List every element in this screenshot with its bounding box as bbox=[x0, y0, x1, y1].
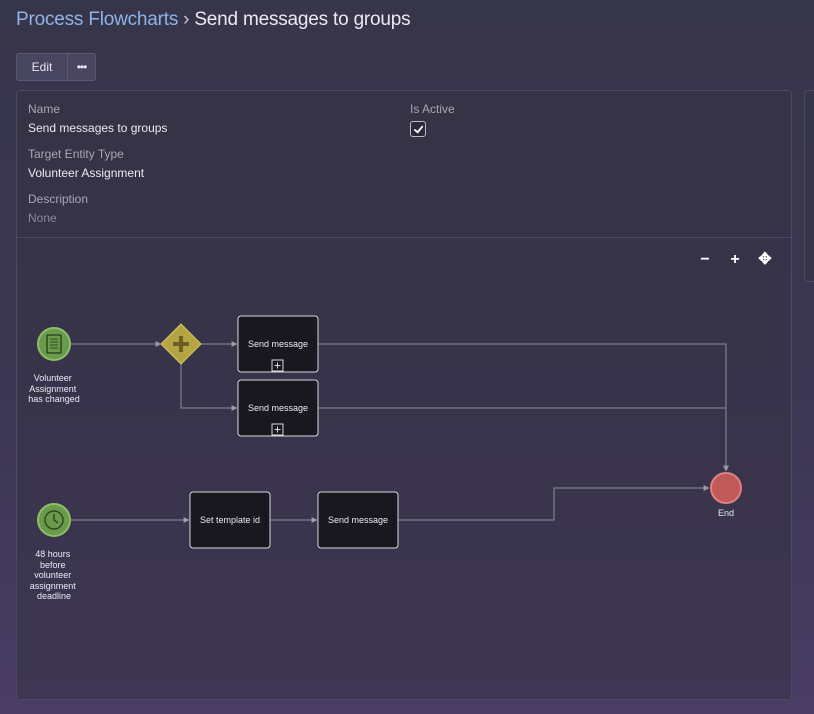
task-send-message-2[interactable]: Send message bbox=[237, 379, 319, 437]
breadcrumb: Process Flowcharts›Send messages to grou… bbox=[16, 9, 411, 31]
start-event-1-label-line-1: Volunteer bbox=[34, 373, 72, 383]
flowchart-diagram: Volunteer Assignment has changed Send me… bbox=[28, 315, 742, 601]
start-event-volunteer-assignment-changed[interactable]: Volunteer Assignment has changed bbox=[28, 327, 80, 404]
start-event-2-label-line-4: assignment bbox=[30, 581, 77, 591]
pan-move-icon[interactable]: ✥ bbox=[758, 251, 772, 268]
is-active-label: Is Active bbox=[410, 102, 455, 116]
flow-connectors bbox=[70, 341, 729, 523]
divider bbox=[17, 237, 791, 238]
breadcrumb-link-process-flowcharts[interactable]: Process Flowcharts bbox=[16, 9, 179, 30]
is-active-field: Is Active bbox=[410, 102, 455, 137]
is-active-checkbox bbox=[410, 121, 426, 137]
start-event-1-label: Volunteer Assignment has changed bbox=[28, 373, 80, 404]
action-button-group: Edit ••• bbox=[16, 53, 96, 81]
more-options-button[interactable]: ••• bbox=[76, 60, 88, 74]
task-set-template-id-label: Set template id bbox=[200, 515, 260, 525]
task-send-message-3[interactable]: Send message bbox=[317, 491, 399, 549]
clock-icon bbox=[44, 510, 64, 530]
flowchart-canvas[interactable]: − + ✥ bbox=[17, 238, 791, 698]
end-event-label: End bbox=[718, 508, 734, 518]
edit-button[interactable]: Edit bbox=[17, 54, 68, 80]
side-panel bbox=[804, 90, 814, 282]
start-event-2-label: 48 hours before volunteer assignment dea… bbox=[30, 549, 79, 601]
name-field: Name Send messages to groups bbox=[28, 102, 167, 135]
end-event[interactable]: End bbox=[710, 472, 742, 518]
start-event-1-label-line-3: has changed bbox=[28, 394, 80, 404]
flow-connector bbox=[398, 485, 710, 521]
description-field: Description None bbox=[28, 192, 88, 225]
target-entity-field: Target Entity Type Volunteer Assignment bbox=[28, 147, 144, 180]
breadcrumb-separator: › bbox=[183, 9, 190, 30]
start-event-2-label-line-3: volunteer bbox=[34, 570, 71, 580]
task-send-message-3-label: Send message bbox=[328, 515, 388, 525]
page-title: Send messages to groups bbox=[194, 9, 411, 30]
subprocess-expand-icon[interactable] bbox=[271, 359, 284, 372]
task-set-template-id[interactable]: Set template id bbox=[189, 491, 271, 549]
task-send-message-2-label: Send message bbox=[248, 403, 308, 413]
zoom-in-icon[interactable]: + bbox=[730, 251, 740, 268]
start-event-2-label-line-1: 48 hours bbox=[35, 549, 71, 559]
subprocess-expand-icon[interactable] bbox=[271, 423, 284, 436]
name-value: Send messages to groups bbox=[28, 121, 168, 135]
checkmark-icon bbox=[413, 125, 423, 133]
flow-connector bbox=[318, 343, 729, 472]
target-entity-label: Target Entity Type bbox=[28, 147, 124, 161]
name-label: Name bbox=[28, 102, 61, 116]
description-value: None bbox=[28, 211, 57, 225]
task-send-message-1[interactable]: Send message bbox=[237, 315, 319, 373]
task-send-message-1-label: Send message bbox=[248, 339, 308, 349]
parallel-gateway[interactable] bbox=[160, 323, 202, 365]
details-panel: Name Send messages to groups Is Active T… bbox=[16, 90, 792, 700]
plus-icon bbox=[173, 336, 189, 352]
zoom-out-icon[interactable]: − bbox=[700, 251, 710, 268]
start-event-2-label-line-2: before bbox=[40, 560, 66, 570]
target-entity-value: Volunteer Assignment bbox=[28, 166, 145, 180]
description-label: Description bbox=[28, 192, 89, 206]
flow-connector bbox=[180, 362, 238, 411]
start-event-timer[interactable]: 48 hours before volunteer assignment dea… bbox=[30, 503, 79, 601]
start-event-2-label-line-5: deadline bbox=[37, 591, 71, 601]
document-icon bbox=[46, 334, 62, 354]
canvas-zoom-tools: − + ✥ bbox=[697, 251, 773, 269]
start-event-1-label-line-2: Assignment bbox=[29, 384, 77, 394]
